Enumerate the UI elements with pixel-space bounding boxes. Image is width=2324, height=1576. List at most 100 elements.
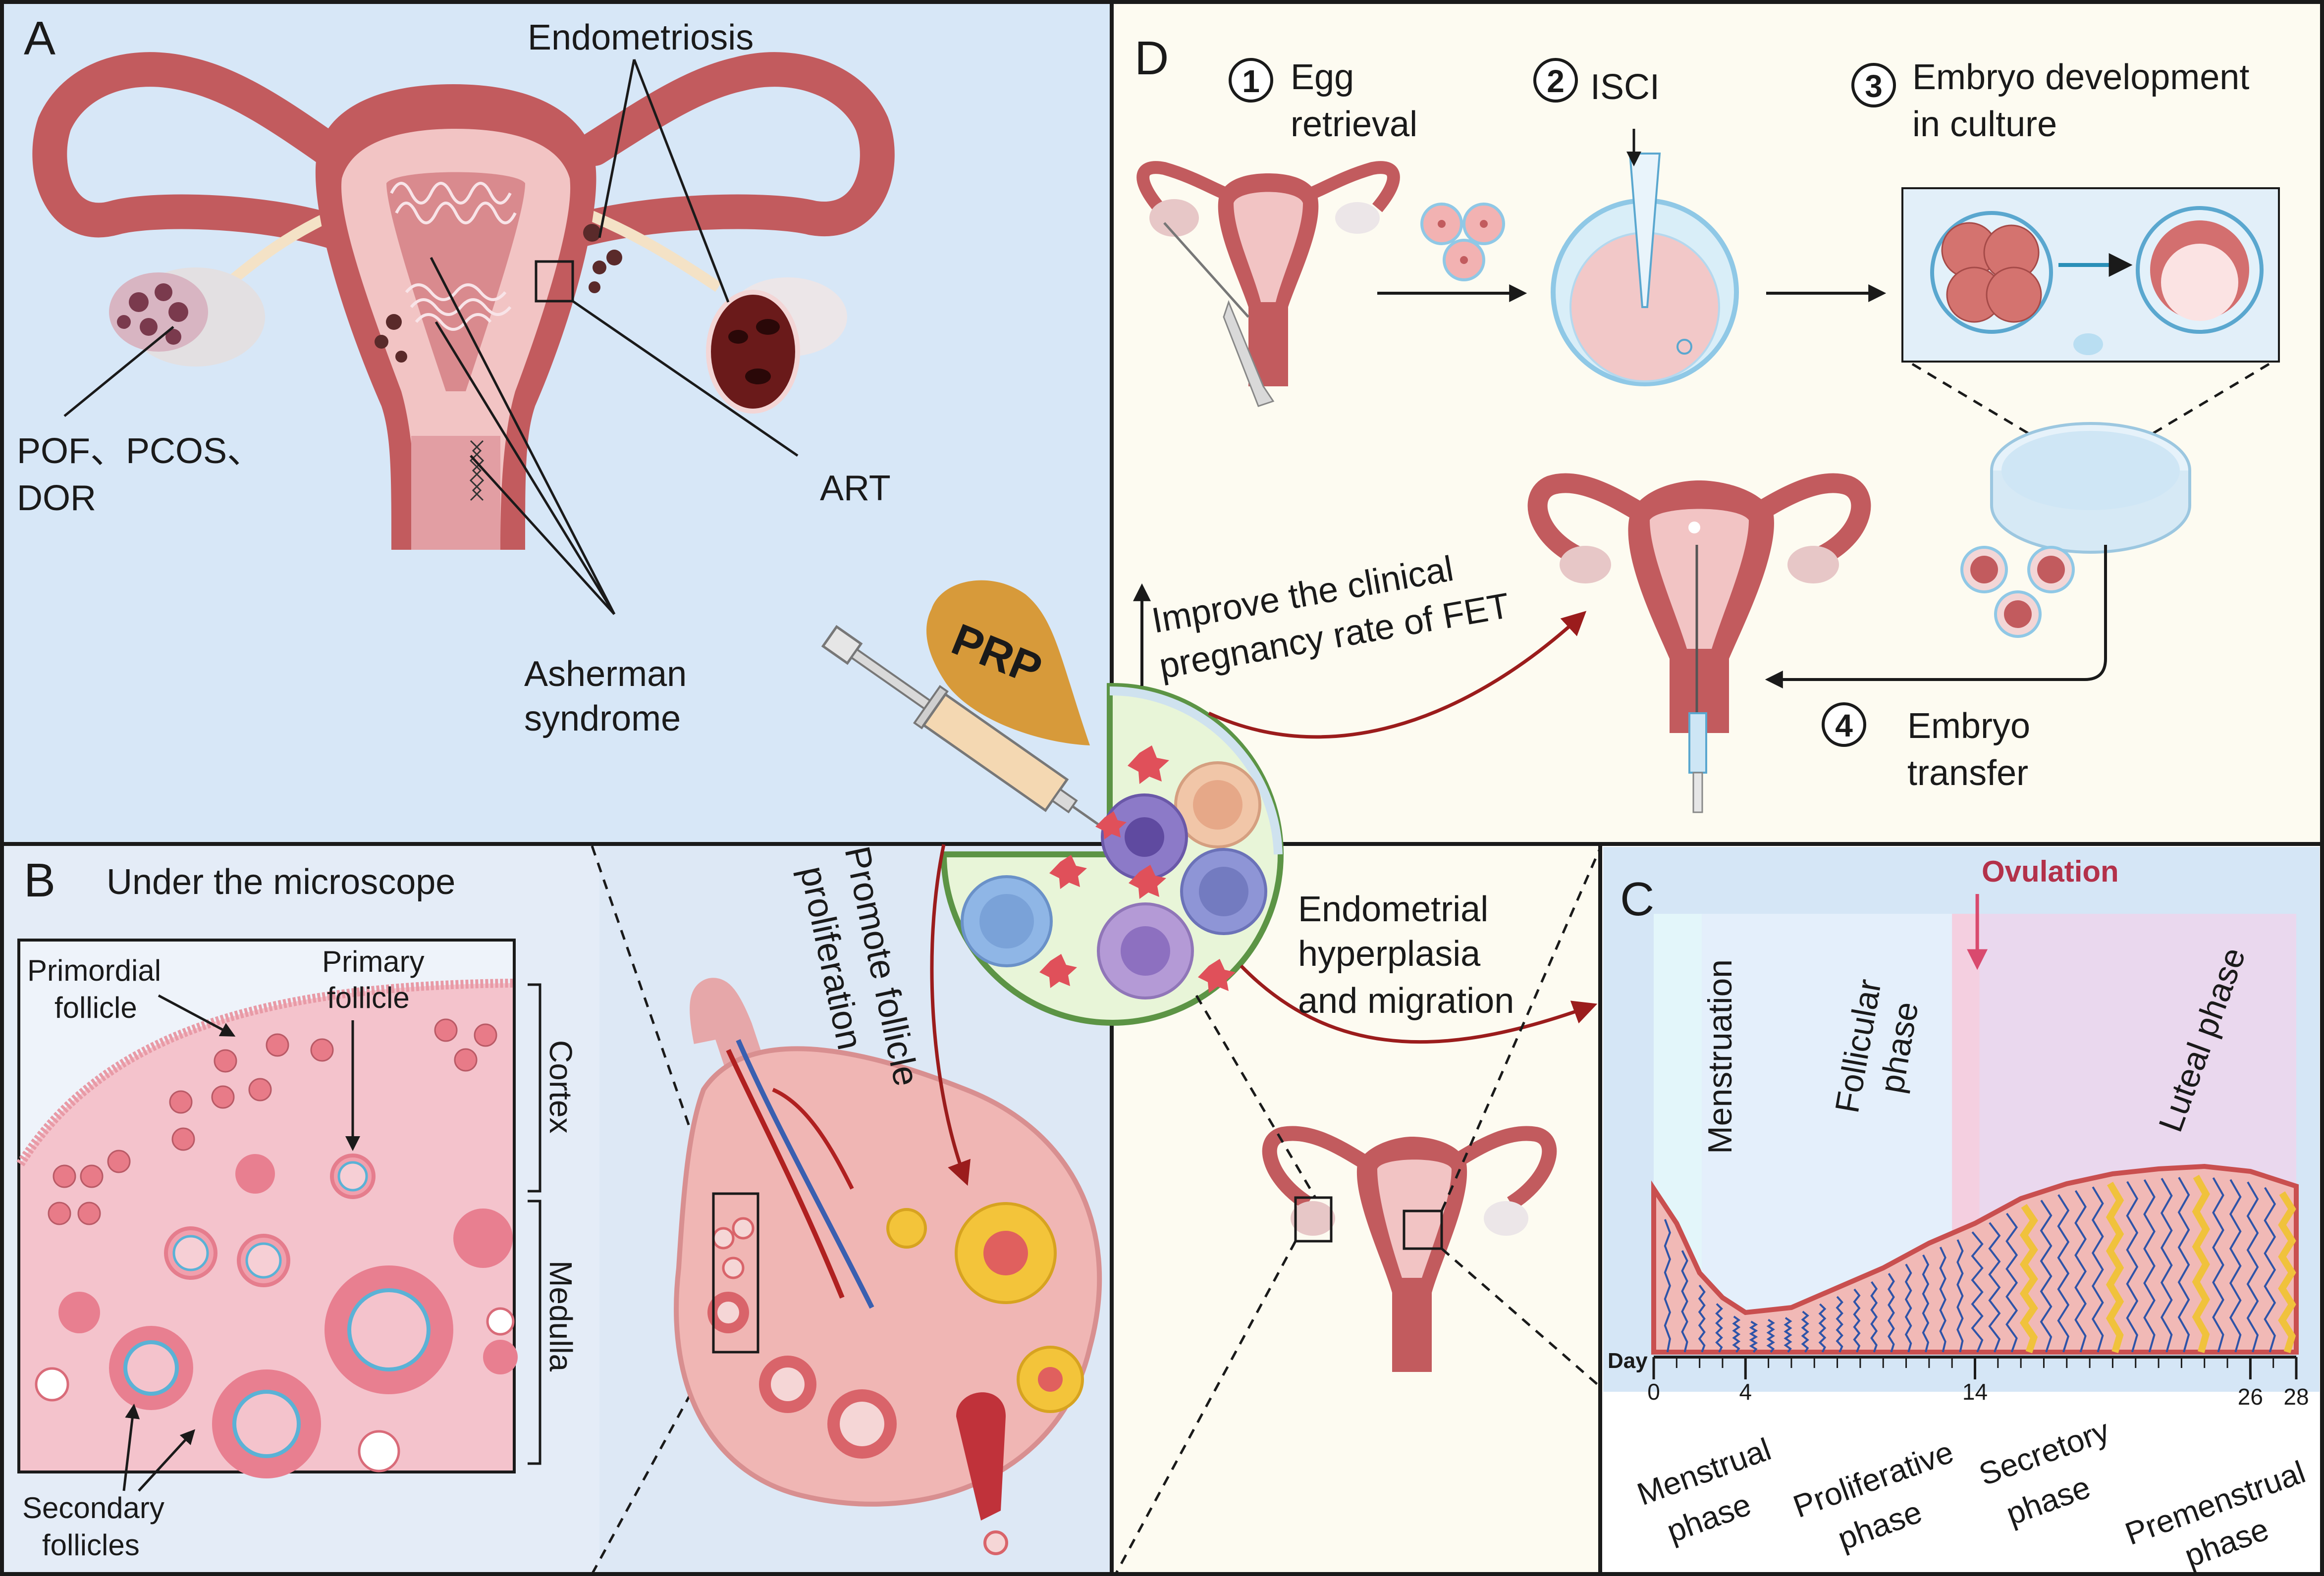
- arrow-endometrial: [1240, 964, 1598, 1044]
- step3-number-badge: 3: [1851, 63, 1896, 107]
- secondary-arrow-2: [138, 1429, 196, 1492]
- gland: [2005, 1212, 2018, 1353]
- step1-label-line1: Egg: [1291, 57, 1354, 97]
- gland: [1749, 1320, 1758, 1353]
- gland: [2143, 1179, 2156, 1353]
- endometriosis-lesions: [375, 224, 622, 363]
- embryo-transfer-uterus: [1527, 473, 1871, 813]
- tick-label-26: 26: [2238, 1384, 2263, 1410]
- gland: [1888, 1273, 1895, 1353]
- gland: [2040, 1200, 2053, 1353]
- gland: [1732, 1315, 1741, 1353]
- step2-number-badge: 2: [1533, 58, 1578, 103]
- cervix: [411, 436, 500, 550]
- panel-a-letter: A: [24, 12, 55, 65]
- tick-label-0: 0: [1647, 1379, 1660, 1405]
- zoom-box-ovary: [1294, 1196, 1333, 1243]
- gland: [2246, 1181, 2259, 1353]
- secondary-label-line2: follicles: [42, 1528, 140, 1562]
- day-axis-label: Day: [1608, 1349, 1648, 1373]
- ovary-illustration: [674, 978, 1102, 1555]
- secondary-arrow-1: [122, 1404, 140, 1491]
- zoom-line-bm-2: [1195, 995, 1317, 1199]
- gland: [1956, 1239, 1964, 1353]
- right-endometrioma: [706, 290, 800, 414]
- step1-number-badge: 1: [1229, 58, 1273, 103]
- gland: [2160, 1178, 2173, 1353]
- endometrial-label-line2: hyperplasia: [1298, 934, 1481, 974]
- gland: [2106, 1181, 2124, 1353]
- secondary-follicles: [58, 1154, 518, 1478]
- gland: [1904, 1263, 1912, 1353]
- gland: [1922, 1254, 1930, 1353]
- primordial-follicles: [48, 1018, 497, 1225]
- petri-dish: [1990, 422, 2191, 554]
- gland: [1784, 1317, 1792, 1353]
- zoom-uterus: [1262, 1126, 1557, 1372]
- gland: [1818, 1303, 1827, 1353]
- gland: [1698, 1284, 1706, 1353]
- primary-label-line2: follicle: [327, 981, 410, 1014]
- cortex-label: Cortex: [543, 1040, 579, 1134]
- step1-label-line2: retrieval: [1291, 105, 1417, 144]
- day-axis-ticks: [1652, 1357, 2298, 1379]
- arrow-improve-fet: [1208, 611, 1587, 739]
- gland: [1836, 1296, 1843, 1353]
- art-label: ART: [820, 469, 891, 508]
- platelet-rich-plasma-cells: [940, 683, 1284, 1026]
- pof-label-line2: DOR: [17, 478, 96, 518]
- step3-number: 3: [1865, 68, 1883, 104]
- embryos-for-transfer: [1960, 546, 2075, 638]
- step4-label-line1: Embryo: [1907, 706, 2030, 746]
- primary-follicles: [164, 1154, 376, 1287]
- zoom-line-bm-3: [1440, 847, 1602, 1212]
- panel-b-letter: B: [24, 854, 55, 907]
- gland: [2019, 1204, 2038, 1354]
- primary-label-line1: Primary: [322, 945, 425, 978]
- pof-label-line1: POF、PCOS、: [17, 431, 263, 471]
- embryo-droplet: [2073, 333, 2103, 355]
- microscope-tissue-border: [16, 979, 513, 1166]
- gland: [1766, 1318, 1775, 1353]
- menstrual-cycle-chart: [1651, 914, 2299, 1379]
- arrow-to-embryo-transfer: [1765, 545, 2107, 688]
- asherman-label-line1: Asherman: [524, 654, 687, 694]
- zoom-line-bm-1: [1114, 1240, 1297, 1575]
- panel-d-letter: D: [1135, 32, 1169, 85]
- primordial-label-line2: follicle: [54, 991, 137, 1024]
- syringe: [821, 625, 1111, 834]
- tick-label-4: 4: [1739, 1379, 1752, 1405]
- gland: [2192, 1174, 2210, 1353]
- step2-number: 2: [1547, 63, 1565, 99]
- panel-a-uterus-illustration: [32, 52, 895, 550]
- uterine-cavity: [386, 172, 525, 391]
- cortex-bracket: [528, 983, 541, 1465]
- gland: [2074, 1190, 2087, 1353]
- endometrial-label-line3: and migration: [1298, 981, 1514, 1021]
- gland: [2212, 1177, 2224, 1353]
- step3-label-line2: in culture: [1912, 105, 2057, 144]
- blastocyst: [2136, 206, 2264, 334]
- icsi-illustration: [1551, 129, 1739, 386]
- left-ovary-polycystic: [109, 272, 208, 352]
- egg-retrieval-illustration: [1136, 161, 1400, 407]
- step4-label-line2: transfer: [1907, 753, 2028, 793]
- primordial-label-line1: Primordial: [27, 954, 161, 987]
- intrauterine-adhesions: [390, 182, 517, 331]
- primordial-arrow: [158, 994, 236, 1037]
- gland: [2278, 1191, 2296, 1354]
- ovary-focus-box: [712, 1192, 759, 1354]
- gland: [1939, 1247, 1946, 1353]
- gland: [2126, 1181, 2139, 1353]
- tick-label-28: 28: [2283, 1384, 2309, 1410]
- retrieved-eggs: [1420, 203, 1505, 281]
- step3-label-line1: Embryo development: [1912, 57, 2249, 97]
- step4-number-badge: 4: [1822, 702, 1866, 747]
- endometrial-glands: [1664, 1174, 2296, 1354]
- endometriosis-focus-box: [535, 260, 574, 303]
- ovary-zoom-line-bottom: [591, 1351, 715, 1575]
- asherman-label-line2: syndrome: [524, 699, 681, 738]
- endometriosis-label: Endometriosis: [528, 18, 754, 57]
- embryo-cleavage: [1930, 211, 2053, 334]
- right-fallopian-tube: [552, 52, 895, 250]
